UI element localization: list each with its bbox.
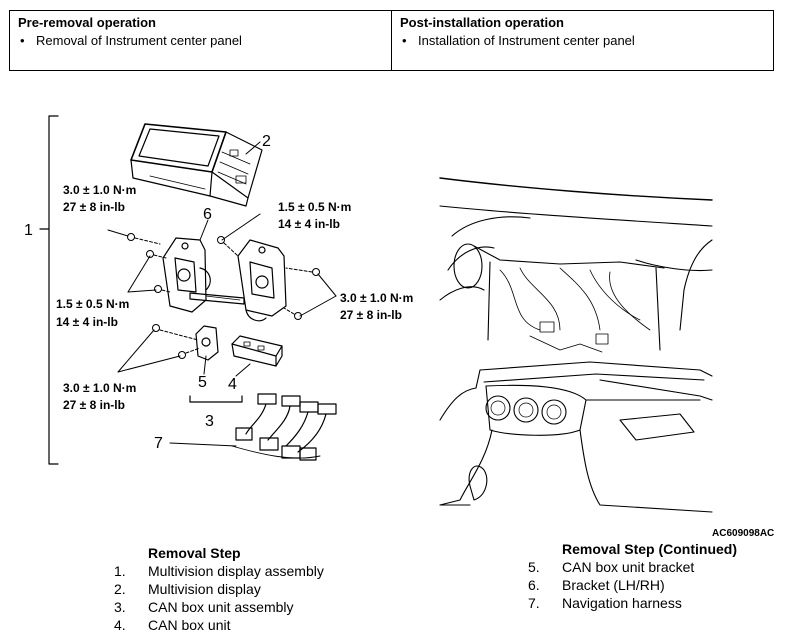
torque-3-nm: 3.0 ± 1.0 N·m bbox=[340, 291, 413, 305]
can-box-assembly-bracket bbox=[189, 395, 243, 403]
bullet-icon: • bbox=[402, 33, 407, 48]
list-item: 6.Bracket (LH/RH) bbox=[528, 577, 665, 593]
list-item: 2.Multivision display bbox=[114, 581, 261, 597]
list-item: 5.CAN box unit bracket bbox=[528, 559, 695, 575]
list-item: 7.Navigation harness bbox=[528, 595, 682, 611]
bullet-icon: • bbox=[20, 33, 25, 48]
torque-4-nm: 1.5 ± 0.5 N·m bbox=[56, 297, 129, 311]
bracket-lh-rh-illustration bbox=[162, 237, 287, 322]
list-item: 4.CAN box unit bbox=[114, 617, 231, 633]
torque-1-lb: 27 ± 8 in-lb bbox=[63, 200, 125, 214]
screws-illustration bbox=[127, 233, 320, 359]
list-item: 1.Multivision display assembly bbox=[114, 563, 324, 579]
navigation-harness-illustration bbox=[231, 393, 337, 461]
operations-table: Pre-removal operation •Removal of Instru… bbox=[9, 10, 774, 71]
leader-lines bbox=[107, 141, 337, 447]
multivision-display-illustration bbox=[130, 123, 263, 207]
torque-2-nm: 1.5 ± 0.5 N·m bbox=[278, 200, 351, 214]
label-part-4: 4 bbox=[228, 376, 237, 393]
removal-steps-continued-title: Removal Step (Continued) bbox=[562, 541, 738, 557]
pre-removal-item: •Removal of Instrument center panel bbox=[20, 33, 242, 48]
post-installation-column: Post-installation operation •Installatio… bbox=[391, 11, 773, 70]
label-part-3: 3 bbox=[205, 413, 214, 430]
torque-4-lb: 14 ± 4 in-lb bbox=[56, 315, 118, 329]
can-box-bracket-illustration bbox=[195, 325, 219, 361]
can-box-unit-illustration bbox=[231, 335, 283, 367]
torque-1-nm: 3.0 ± 1.0 N·m bbox=[63, 183, 136, 197]
torque-3-lb: 27 ± 8 in-lb bbox=[340, 308, 402, 322]
pre-removal-heading: Pre-removal operation bbox=[18, 15, 156, 30]
torque-5-lb: 27 ± 8 in-lb bbox=[63, 398, 125, 412]
removal-steps-title: Removal Step bbox=[148, 545, 241, 561]
label-part-1: 1 bbox=[24, 222, 33, 239]
removal-steps: Removal Step 1.Multivision display assem… bbox=[114, 544, 324, 634]
label-part-6: 6 bbox=[203, 206, 212, 223]
assembly-bracket bbox=[39, 115, 59, 465]
torque-2-lb: 14 ± 4 in-lb bbox=[278, 217, 340, 231]
post-installation-item: •Installation of Instrument center panel bbox=[402, 33, 635, 48]
pre-removal-column: Pre-removal operation •Removal of Instru… bbox=[10, 11, 391, 70]
list-item: 3.CAN box unit assembly bbox=[114, 599, 294, 615]
removal-steps-continued: Removal Step (Continued) 5.CAN box unit … bbox=[528, 540, 737, 612]
vehicle-dashboard-illustration bbox=[439, 177, 713, 513]
label-part-2: 2 bbox=[262, 133, 271, 150]
post-installation-heading: Post-installation operation bbox=[400, 15, 564, 30]
label-part-7: 7 bbox=[154, 435, 163, 452]
torque-5-nm: 3.0 ± 1.0 N·m bbox=[63, 381, 136, 395]
exploded-view-figure: 1 2 3 4 5 6 7 3.0 ± 1.0 N·m 27 ± 8 in-lb… bbox=[24, 115, 774, 539]
figure-code: AC609098AC bbox=[712, 528, 774, 539]
label-part-5: 5 bbox=[198, 374, 207, 391]
